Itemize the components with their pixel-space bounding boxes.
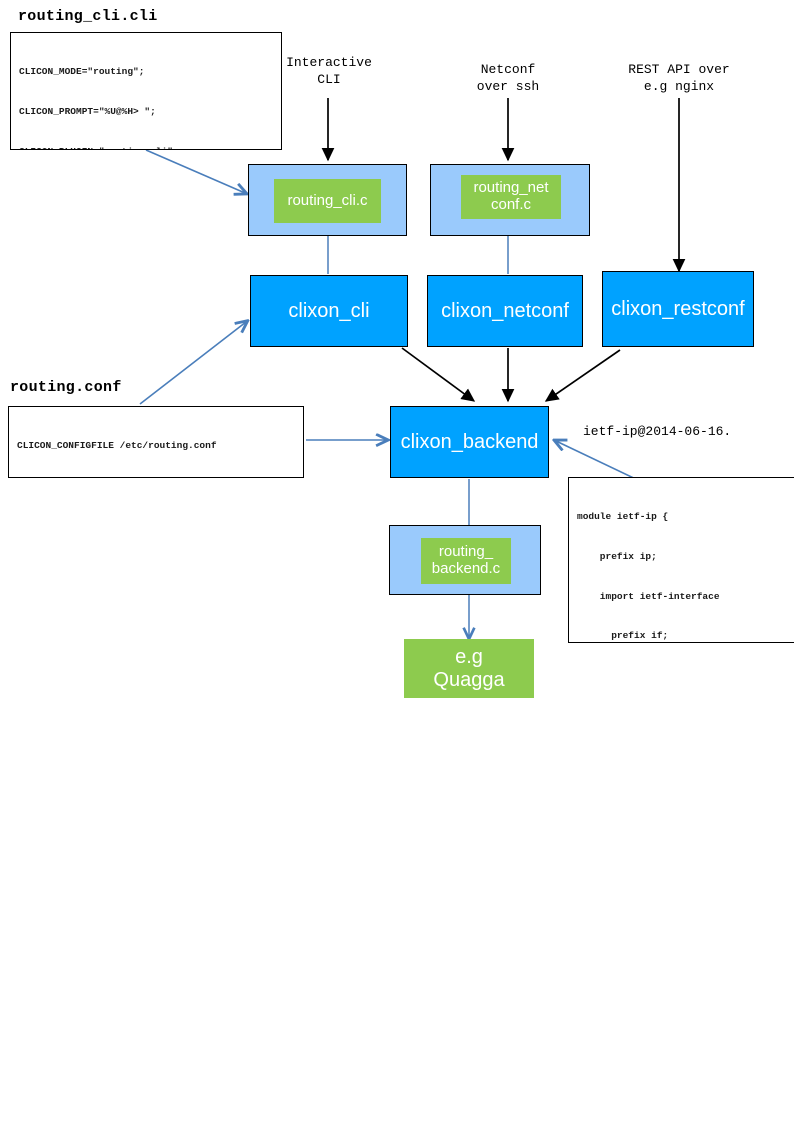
node-quagga[interactable]: e.g Quagga	[404, 639, 534, 698]
conf-file-line-0: CLICON_CONFIGFILE /etc/routing.conf	[17, 440, 217, 452]
node-clixon-netconf[interactable]: clixon_netconf	[427, 275, 583, 347]
yang-file-box: module ietf-ip { prefix ip; import ietf-…	[568, 477, 794, 643]
cli-file-box: CLICON_MODE="routing"; CLICON_PROMPT="%U…	[10, 32, 282, 150]
caption-netconf-over-ssh: Netconf over ssh	[476, 62, 540, 94]
cli-file-line-0: CLICON_MODE="routing";	[19, 66, 145, 78]
yang-file-line-1: prefix ip;	[577, 551, 657, 563]
node-routing-backend-plugin[interactable]: routing_ backend.c	[421, 538, 511, 584]
yang-file-line-2: import ietf-interface	[577, 590, 720, 602]
conf-file-title: routing.conf	[10, 379, 122, 396]
conf-file-box: CLICON_CONFIGFILE /etc/routing.conf CLIC…	[8, 406, 304, 478]
cli-file-line-2: CLICON_PLUGIN="routing_cli";	[19, 145, 274, 149]
arrow-cli-to-backend	[401, 347, 476, 402]
backend-plugin-container: routing_ backend.c	[389, 525, 541, 595]
yang-file-line-3: prefix if;	[577, 630, 669, 642]
cli-file-line-1: CLICON_PROMPT="%U@%H> ";	[19, 106, 156, 118]
caption-interactive-cli: Interactive CLI	[286, 55, 372, 87]
netconf-plugin-container: routing_net conf.c	[430, 164, 590, 236]
arrow-yang-to-backend	[556, 441, 641, 482]
arrow-restconf-to-backend	[544, 349, 621, 402]
node-routing-cli-plugin[interactable]: routing_cli.c	[274, 179, 381, 223]
cli-file-title: routing_cli.cli	[18, 8, 158, 25]
cli-plugin-container: routing_cli.c	[248, 164, 407, 236]
node-clixon-backend[interactable]: clixon_backend	[390, 406, 549, 478]
arrow-conf-to-cli	[139, 322, 246, 405]
node-clixon-cli[interactable]: clixon_cli	[250, 275, 408, 347]
yang-file-line-0: module ietf-ip {	[577, 511, 669, 523]
caption-rest-api: REST API over e.g nginx	[628, 62, 730, 94]
node-clixon-restconf[interactable]: clixon_restconf	[602, 271, 754, 347]
arrow-clifile-to-plugin	[145, 149, 245, 193]
yang-file-title: ietf-ip@2014-06-16.	[583, 424, 732, 439]
node-routing-netconf-plugin[interactable]: routing_net conf.c	[461, 175, 561, 219]
